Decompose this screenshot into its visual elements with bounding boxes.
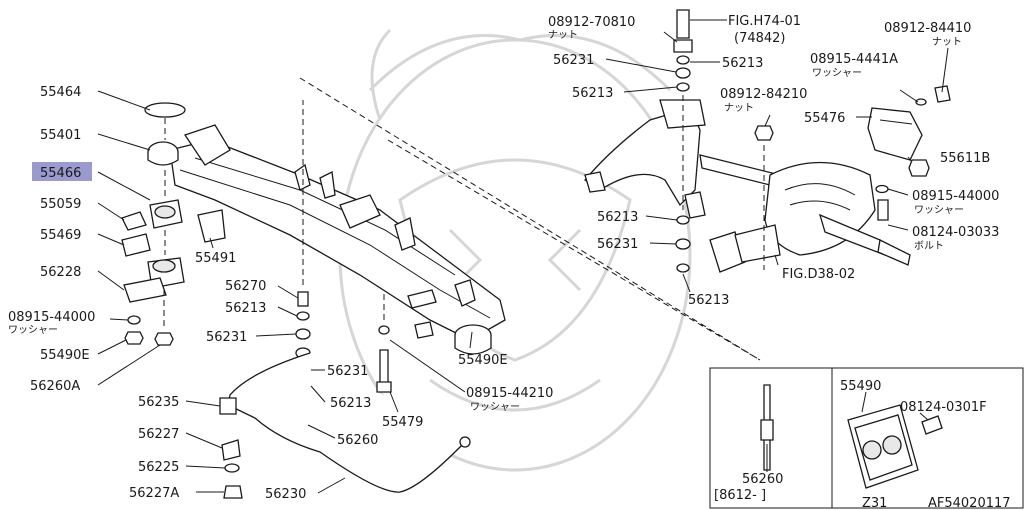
- label-55476: 55476: [804, 111, 845, 126]
- crossmember-assembly: [169, 124, 506, 355]
- label-56231-top: 56231: [553, 53, 594, 68]
- footer-model: Z31: [862, 496, 887, 510]
- label-56231-b: 56231: [327, 364, 368, 379]
- label-55611B: 55611B: [940, 151, 990, 166]
- label-56231-a: 56231: [206, 330, 247, 345]
- label-56227A: 56227A: [129, 486, 179, 501]
- label-56260: 56260: [337, 433, 378, 448]
- label-55466: 55466: [40, 166, 81, 181]
- label-fig-h74: FIG.H74-01: [728, 14, 801, 29]
- label-08915-44210-sub: ワッシャー: [470, 402, 520, 413]
- label-08915-4441A: 08915-4441A: [810, 52, 898, 67]
- leader-lines: [97, 19, 949, 494]
- inset-panels: [709, 367, 1024, 509]
- highlight-55466: [32, 162, 92, 181]
- label-inset-56260: 56260: [742, 472, 783, 487]
- label-08915-44210: 08915-44210: [466, 386, 553, 401]
- label-inset-08124-0301F: 08124-0301F: [900, 400, 987, 415]
- label-55464: 55464: [40, 85, 81, 100]
- label-55469: 55469: [40, 228, 81, 243]
- label-56213-b: 56213: [330, 396, 371, 411]
- label-55059: 55059: [40, 197, 81, 212]
- label-56235: 56235: [138, 395, 179, 410]
- label-55490E-left: 55490E: [40, 348, 90, 363]
- label-56228: 56228: [40, 265, 81, 280]
- label-08124-03033-sub: ボルト: [914, 240, 944, 252]
- label-55491: 55491: [195, 251, 236, 266]
- label-56260A: 56260A: [30, 379, 80, 394]
- label-56231-mid: 56231: [597, 237, 638, 252]
- label-56230: 56230: [265, 487, 306, 502]
- stabilizer-assembly: [219, 77, 761, 499]
- label-55479: 55479: [382, 415, 423, 430]
- label-08915-44000-left: 08915-44000: [8, 310, 95, 325]
- part-labels: 55464 55401 55466 55059 55469 56228 0891…: [8, 14, 1011, 510]
- label-08912-84410: 08912-84410: [884, 21, 971, 36]
- label-08915-44000-left-sub: ワッシャー: [8, 325, 58, 336]
- label-fig-d38: FIG.D38-02: [782, 267, 855, 282]
- label-08912-84210: 08912-84210: [720, 87, 807, 102]
- label-08912-84410-sub: ナット: [932, 36, 962, 48]
- label-56213-top-right: 56213: [722, 56, 763, 71]
- label-08124-03033: 08124-03033: [912, 225, 999, 240]
- label-08912-70810-sub: ナット: [548, 29, 578, 41]
- label-56225: 56225: [138, 460, 179, 475]
- label-fig-h74-sub: (74842): [734, 31, 786, 46]
- label-08915-44000-right: 08915-44000: [912, 189, 999, 204]
- label-56213-top-left: 56213: [572, 86, 613, 101]
- footer-code: AF54020117: [928, 496, 1011, 510]
- label-56270: 56270: [225, 279, 266, 294]
- label-55490E-right: 55490E: [458, 353, 508, 368]
- label-08915-44000-right-sub: ワッシャー: [914, 205, 964, 216]
- differential-assembly: [584, 9, 951, 273]
- label-56213-low: 56213: [688, 293, 729, 308]
- label-55401: 55401: [40, 128, 81, 143]
- label-inset-55490: 55490: [840, 379, 881, 394]
- label-inset-range: [8612- ]: [714, 488, 766, 503]
- label-56213-a: 56213: [225, 301, 266, 316]
- label-56213-mid: 56213: [597, 210, 638, 225]
- label-08912-70810: 08912-70810: [548, 15, 635, 30]
- label-08915-4441A-sub: ワッシャー: [812, 68, 862, 79]
- label-08912-84210-sub: ナット: [724, 102, 754, 114]
- left-mount-stack: [121, 102, 226, 346]
- label-56227: 56227: [138, 427, 179, 442]
